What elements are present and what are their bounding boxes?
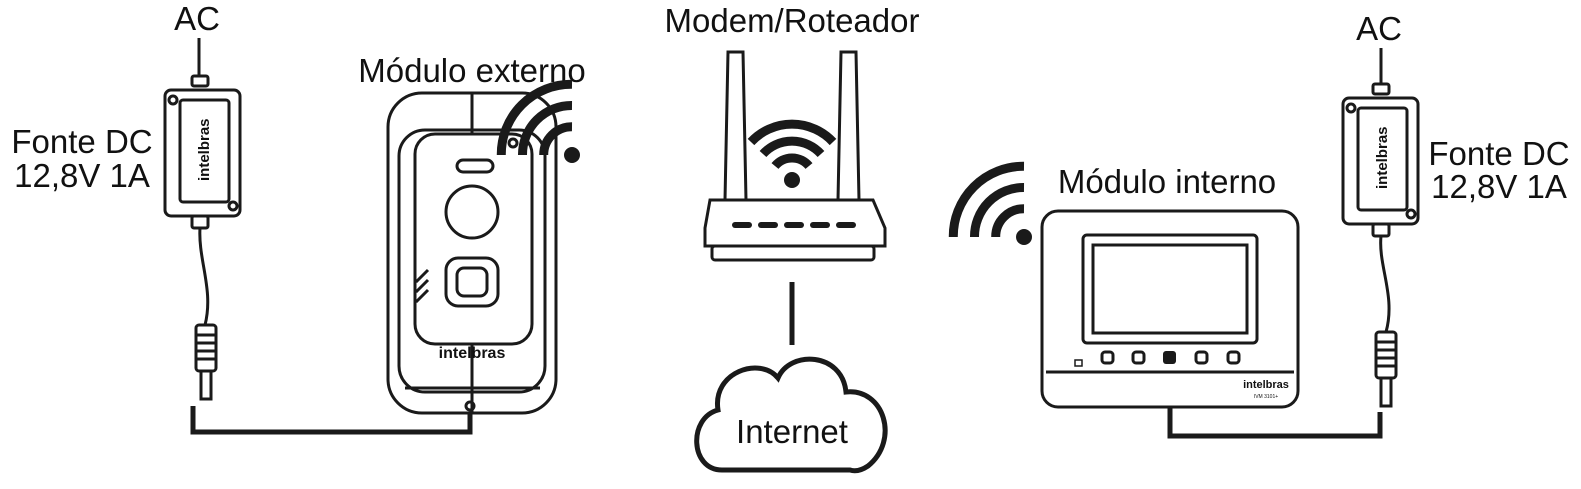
wifi-icon	[948, 161, 1032, 245]
router-label: Modem/Roteador	[665, 2, 920, 39]
dc-plug-icon	[194, 323, 218, 401]
router-icon	[703, 50, 887, 262]
door-station-icon: intelbras	[386, 91, 558, 415]
cable-psu-to-external	[190, 406, 473, 435]
power-supply-right: AC intelbras Fonte DC 12,8V 1A	[1341, 10, 1570, 408]
internal-module-brand: intelbras	[1243, 379, 1289, 391]
external-module: Módulo externo intelbras	[358, 52, 586, 415]
psu-left-line2: 12,8V 1A	[14, 157, 150, 194]
cable-psu-to-internal	[1167, 407, 1383, 439]
ac-label-left: AC	[174, 0, 220, 37]
external-module-label: Módulo externo	[358, 52, 585, 89]
power-supply-icon: intelbras	[1341, 96, 1420, 226]
external-module-brand: intelbras	[439, 345, 506, 362]
wifi-icon	[496, 79, 580, 163]
power-supply-icon: intelbras	[163, 88, 242, 218]
internal-module-label: Módulo interno	[1058, 163, 1276, 200]
psu-left-line1: Fonte DC	[11, 123, 152, 160]
internet-label: Internet	[736, 413, 848, 450]
internet: Internet	[694, 356, 888, 474]
internal-module-model: IVM 3101+	[1254, 394, 1278, 400]
psu-right-line1: Fonte DC	[1428, 135, 1569, 172]
cloud-icon	[694, 356, 888, 474]
router: Modem/Roteador	[665, 2, 920, 345]
psu-right-brand: intelbras	[1374, 126, 1391, 189]
psu-left-brand: intelbras	[196, 118, 213, 181]
power-supply-left: AC intelbras Fonte DC 12,8V 1A	[11, 0, 242, 401]
dc-plug-icon	[1374, 330, 1398, 408]
internal-module: Módulo interno intelbras IVM 3101+	[948, 161, 1300, 409]
indoor-monitor-icon: intelbras IVM 3101+	[1040, 209, 1300, 409]
ac-label-right: AC	[1356, 10, 1402, 47]
psu-right-line2: 12,8V 1A	[1431, 168, 1567, 205]
wifi-icon	[747, 119, 837, 188]
